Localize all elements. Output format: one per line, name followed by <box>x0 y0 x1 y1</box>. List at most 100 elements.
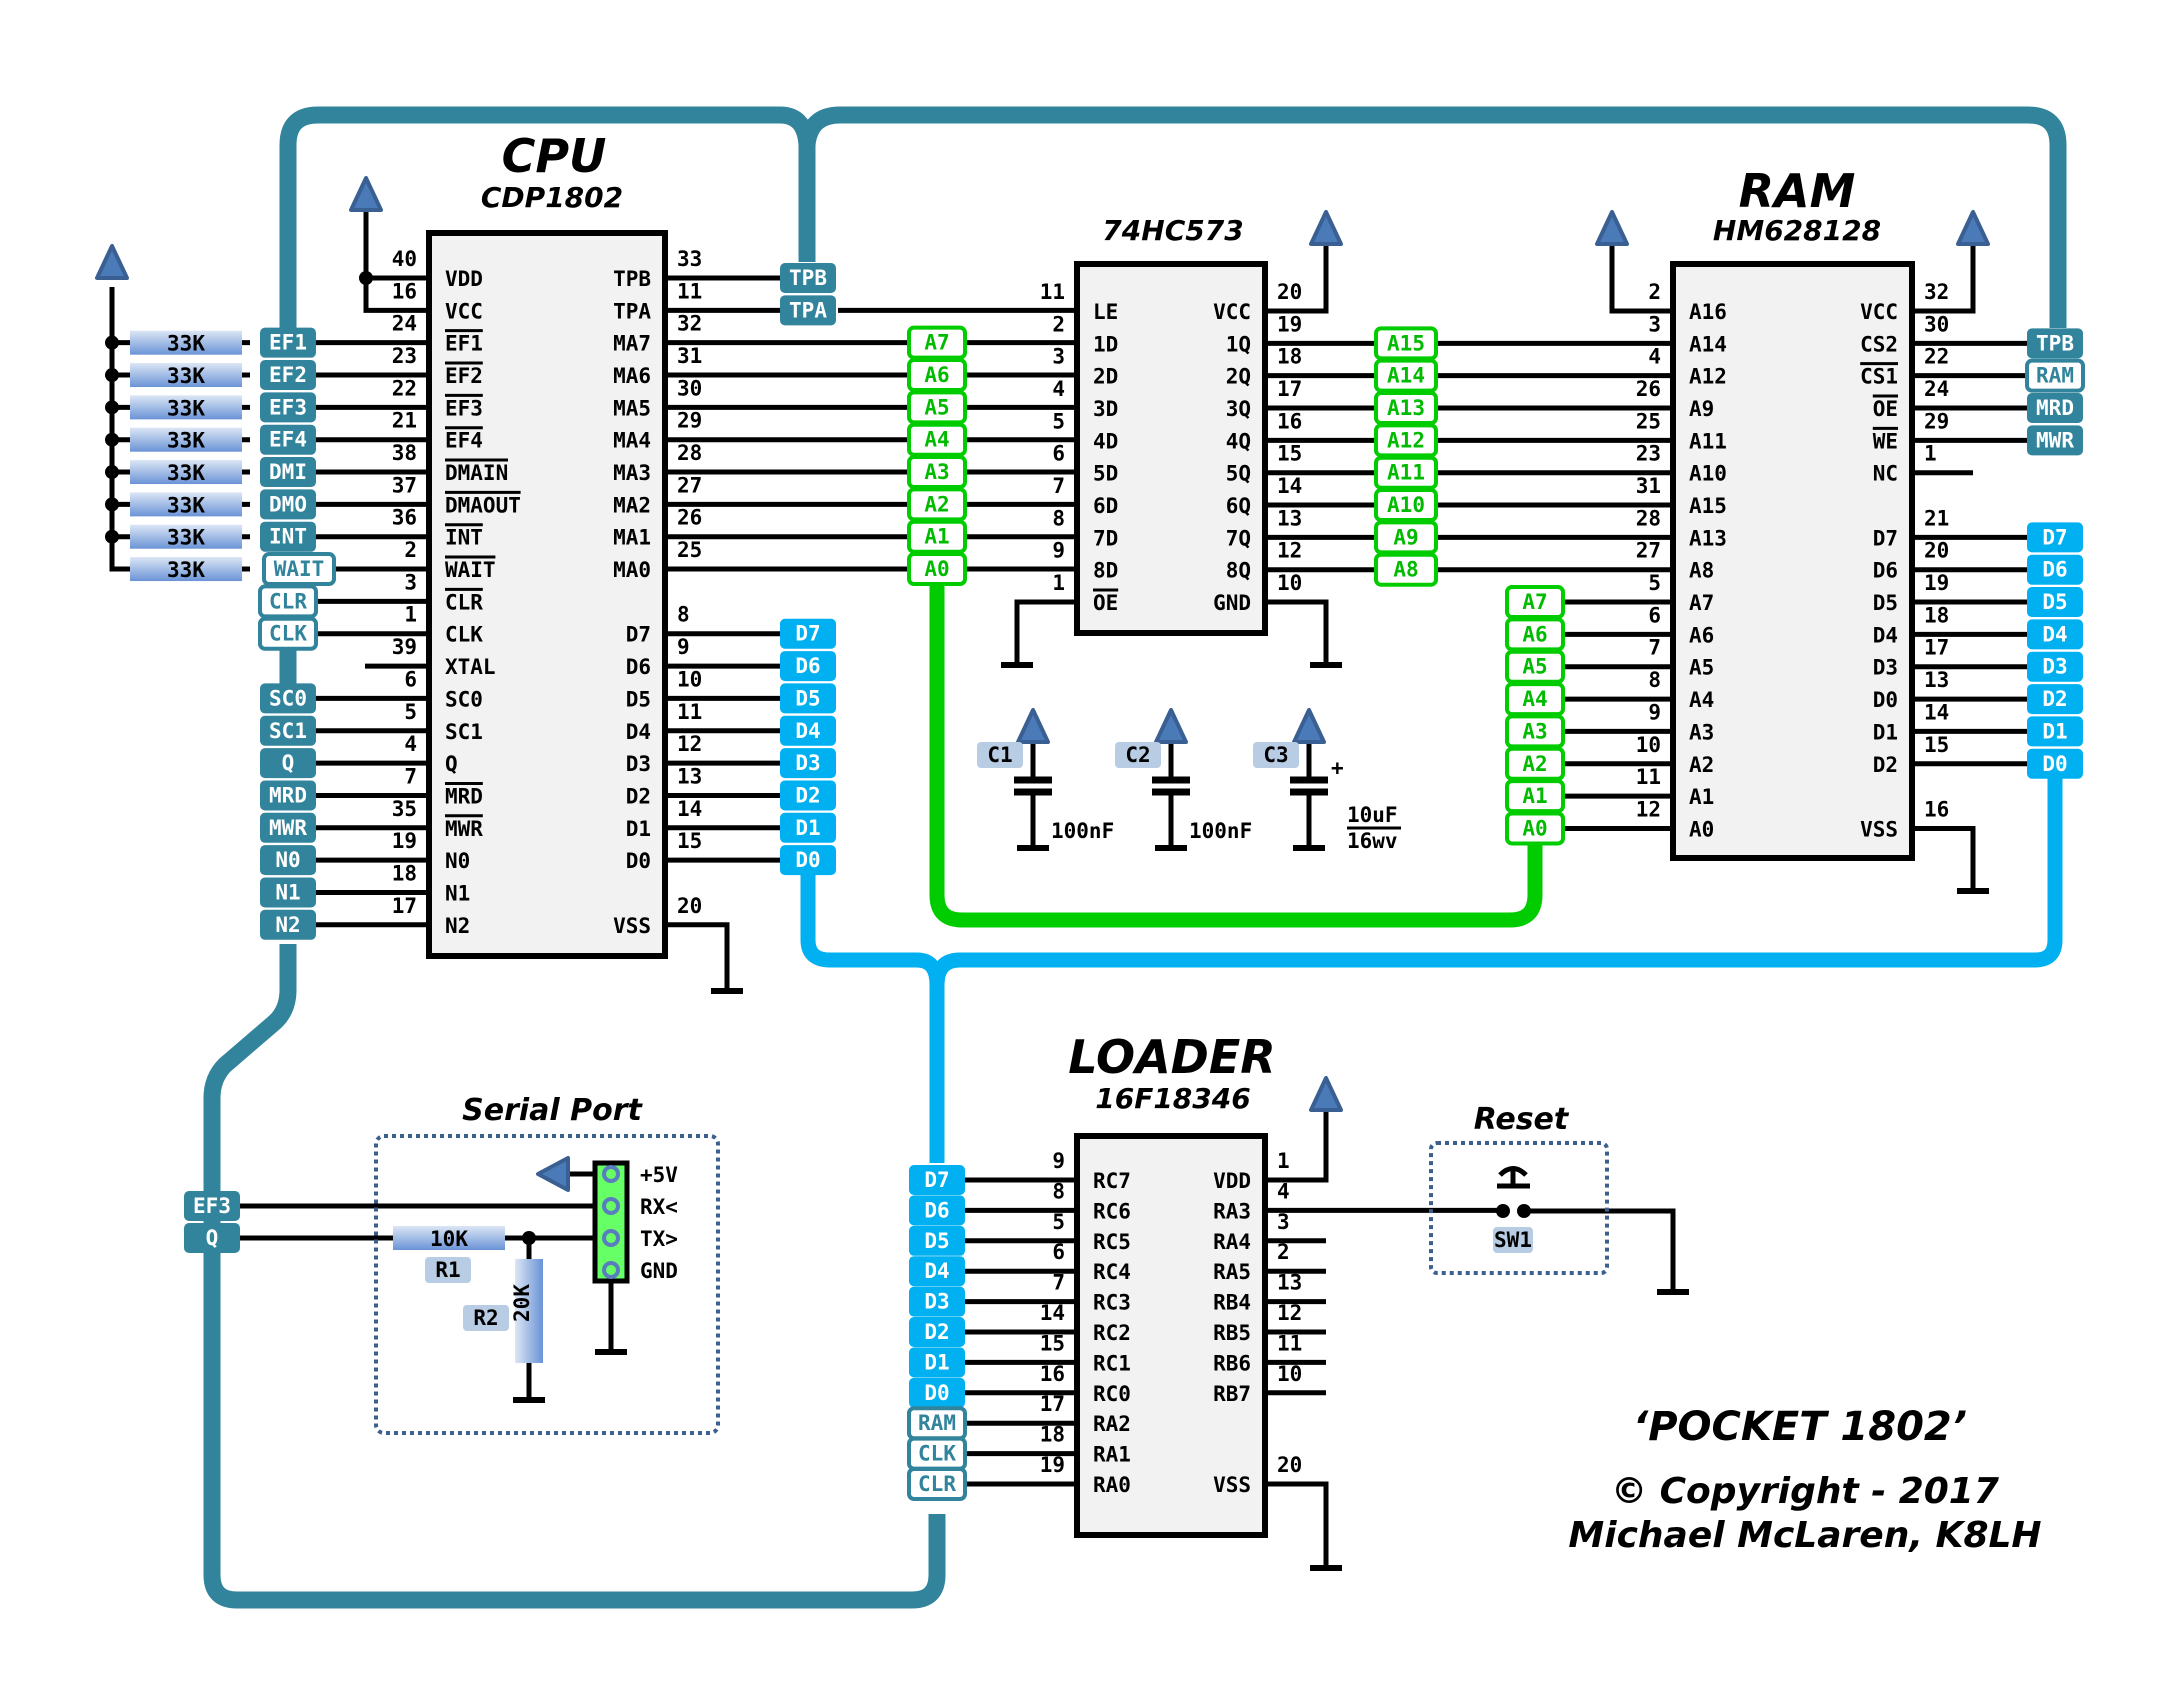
net-label-ef4: EF4 <box>260 424 316 455</box>
pin-number: 27 <box>1636 539 1661 563</box>
pin-number: 31 <box>1636 474 1661 498</box>
pin-number: 4 <box>1277 1179 1290 1203</box>
pin-name: 8D <box>1093 559 1118 583</box>
net-label-q: Q <box>184 1223 240 1253</box>
pin-number: 15 <box>1924 733 1949 757</box>
pin-number: 1 <box>1924 442 1937 466</box>
pin-number: 1 <box>1052 571 1065 595</box>
capacitor-c2 <box>1152 776 1190 796</box>
pin-name: MA3 <box>613 461 651 485</box>
pin-number: 9 <box>677 635 690 659</box>
pin-name: 4Q <box>1226 429 1251 453</box>
pin-number: 13 <box>1277 1271 1302 1295</box>
pin-number: 8 <box>1052 506 1065 530</box>
pin-number: 33 <box>677 247 702 271</box>
latch-part: 74HC573 <box>1102 214 1243 247</box>
svg-text:A0: A0 <box>924 557 949 581</box>
pin-name: RB5 <box>1213 1321 1251 1345</box>
resistor-value: 33K <box>167 364 205 388</box>
pin-number: 17 <box>1277 377 1302 401</box>
pin-number: 10 <box>1277 571 1302 595</box>
pin-name: RC3 <box>1093 1291 1131 1315</box>
pin-name: MA0 <box>613 558 651 582</box>
net-label-d3: D3 <box>780 748 836 779</box>
net-label-mwr: MWR <box>2027 425 2083 456</box>
svg-text:Q: Q <box>282 751 295 775</box>
pushbutton-icon[interactable] <box>1498 1166 1528 1187</box>
pin-number: 19 <box>1277 312 1302 336</box>
net-label-sc1: SC1 <box>260 715 316 746</box>
pin-number: 25 <box>1636 409 1661 433</box>
pin-name: WAIT <box>445 558 496 582</box>
pin-number: 38 <box>392 441 417 465</box>
pin-number: 3 <box>404 570 417 594</box>
net-label-a15: A15 <box>1374 326 1438 361</box>
header-pin-label: TX> <box>640 1227 678 1251</box>
resistor-icon <box>130 427 242 452</box>
ref-designator-bg <box>977 742 1023 768</box>
pin-name: 7D <box>1093 526 1118 550</box>
net-label-mrd: MRD <box>2027 393 2083 424</box>
header-pin <box>602 1261 620 1279</box>
pin-name: VCC <box>1213 300 1251 324</box>
header-pin-label: GND <box>640 1259 678 1283</box>
pin-name: VSS <box>1213 1473 1251 1497</box>
capacitor-value: 100nF <box>1189 819 1252 843</box>
pin-number: 11 <box>1277 1331 1302 1355</box>
pin-number: 15 <box>677 829 702 853</box>
pin-name: A12 <box>1689 365 1727 389</box>
pin-name: CLR <box>445 590 483 614</box>
pin-name: D4 <box>626 720 651 744</box>
pin-name: D6 <box>626 655 651 679</box>
net-label-ram: RAM <box>2025 358 2085 393</box>
pin-number: 16 <box>1277 409 1302 433</box>
pin-number: 30 <box>677 376 702 400</box>
power-vcc-icon <box>95 244 129 280</box>
pin-number: 4 <box>1648 345 1661 369</box>
address-bus <box>929 584 1543 928</box>
pin-number: 10 <box>1277 1362 1302 1386</box>
pin-number: 17 <box>392 894 417 918</box>
net-label-d1: D1 <box>780 812 836 843</box>
pin-name: A9 <box>1689 397 1714 421</box>
pin-name: D3 <box>1873 656 1898 680</box>
gnd-wire <box>1265 599 1329 665</box>
pin-number: 3 <box>1052 345 1065 369</box>
net-label-d3: D3 <box>909 1286 965 1317</box>
pin-name: 1Q <box>1226 332 1251 356</box>
svg-text:D1: D1 <box>795 816 820 840</box>
pin-number: 8 <box>677 603 690 627</box>
capacitor-value: 10uF <box>1347 803 1398 827</box>
ref-designator: R2 <box>473 1306 498 1330</box>
pin-number: 2 <box>404 538 417 562</box>
pin-name: DMAIN <box>445 461 508 485</box>
pin-number: 11 <box>1040 280 1065 304</box>
net-label-d7: D7 <box>780 618 836 649</box>
svg-text:DMO: DMO <box>269 492 307 516</box>
pin-name: D2 <box>626 784 651 808</box>
pin-name: 4D <box>1093 429 1118 453</box>
pin-name: RA0 <box>1093 1473 1131 1497</box>
pin-name: A5 <box>1689 656 1714 680</box>
net-label-a8: A8 <box>1374 552 1438 587</box>
vdd-wire <box>1265 1110 1329 1183</box>
project-title: ‘POCKET 1802’ <box>1633 1404 1967 1450</box>
net-label-a4: A4 <box>1505 682 1565 717</box>
svg-text:INT: INT <box>269 525 307 549</box>
pin-name: 6D <box>1093 494 1118 518</box>
svg-text:A3: A3 <box>1522 719 1547 743</box>
svg-text:A4: A4 <box>924 428 949 452</box>
pin-number: 13 <box>1277 506 1302 530</box>
pin-number: 6 <box>1052 1240 1065 1264</box>
pin-number: 20 <box>1924 539 1949 563</box>
resistor-icon <box>393 1226 505 1250</box>
svg-text:D7: D7 <box>2042 525 2067 549</box>
header-pin <box>602 1229 620 1247</box>
power-vcc-icon <box>1154 708 1188 744</box>
svg-text:EF3: EF3 <box>269 395 307 419</box>
net-label-d0: D0 <box>909 1377 965 1408</box>
svg-text:CLR: CLR <box>918 1472 956 1496</box>
pin-name: VCC <box>1860 300 1898 324</box>
serial-port-box <box>374 1134 720 1435</box>
pin-name: A13 <box>1689 526 1727 550</box>
